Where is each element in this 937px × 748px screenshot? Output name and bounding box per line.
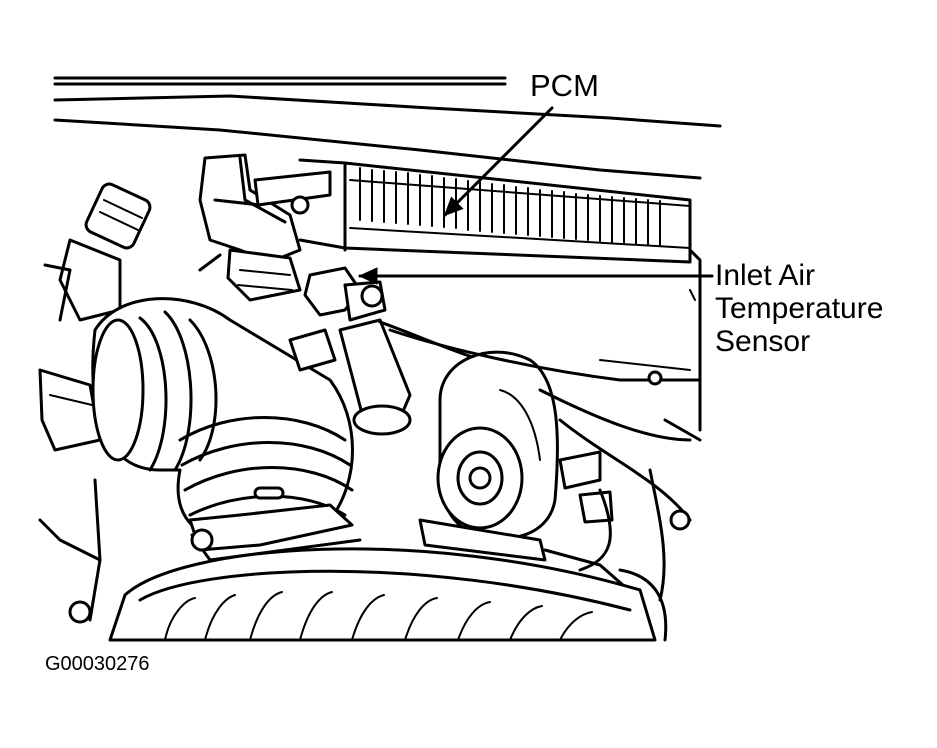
air-cleaner-housing: [108, 547, 657, 642]
callout-leaders: [358, 106, 714, 285]
callout-line-3: Sensor: [715, 325, 811, 358]
pcm-connector-bracket: [198, 153, 332, 302]
pcm-cooling-fins: [359, 167, 661, 247]
right-fender-structure: [663, 248, 702, 442]
callout-line-1: Inlet Air: [715, 259, 816, 292]
inlet-air-temperature-sensor-callout-label: Inlet Air Temperature Sensor: [715, 259, 883, 358]
pcm-callout-label: PCM: [530, 68, 599, 103]
pcm-leader-arrow: [443, 106, 554, 217]
figure-id: G00030276: [45, 653, 150, 675]
air-intake-duct: [91, 297, 362, 562]
callout-line-2: Temperature: [715, 292, 884, 325]
oil-filter: [436, 350, 559, 540]
wiring-harness: [388, 328, 702, 642]
left-fittings: [38, 182, 152, 624]
hood-edge-lines: [53, 76, 722, 180]
inlet-air-temperature-sensor: [288, 266, 522, 436]
pcm-module: [298, 158, 692, 264]
